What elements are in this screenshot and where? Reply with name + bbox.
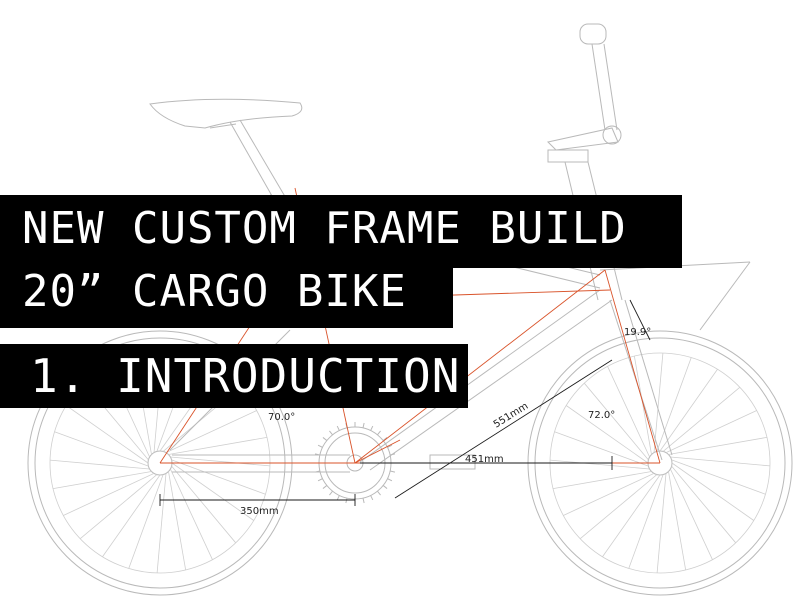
spoke xyxy=(171,459,266,495)
spoke xyxy=(63,473,155,516)
spoke xyxy=(50,459,150,470)
spoke xyxy=(565,405,649,464)
section-banner: 1. INTRODUCTION xyxy=(0,344,468,408)
saddle xyxy=(149,98,303,211)
fork-angle-label: 19.9° xyxy=(624,327,651,338)
chainring-tooth xyxy=(370,425,374,431)
chainring-tooth xyxy=(377,490,381,496)
spoke xyxy=(170,468,213,560)
chainring-tooth xyxy=(345,497,348,504)
chainring-tooth xyxy=(322,485,328,489)
chainring-tooth xyxy=(389,470,396,473)
title-banner-line1: NEW CUSTOM FRAME BUILD xyxy=(0,195,682,268)
chainring-tooth xyxy=(314,453,321,456)
spoke xyxy=(52,471,152,490)
spoke xyxy=(54,431,149,467)
spoke xyxy=(168,436,268,455)
spoke xyxy=(563,473,655,516)
spoke xyxy=(662,386,741,452)
chainring-tooth xyxy=(377,430,381,436)
chainring-tooth xyxy=(387,478,393,482)
front-center-horizontal-label: 451mm xyxy=(465,454,504,465)
spoke xyxy=(670,456,770,467)
chainring-tooth xyxy=(317,444,323,448)
spoke xyxy=(583,382,649,461)
title-line1: NEW CUSTOM FRAME BUILD xyxy=(22,203,627,254)
spoke xyxy=(656,473,667,573)
chainring-tooth xyxy=(362,422,365,429)
spoke xyxy=(550,459,650,470)
chainring-tooth xyxy=(317,478,323,482)
spoke xyxy=(602,474,661,558)
chainring-tooth xyxy=(387,444,393,448)
spoke xyxy=(102,474,161,558)
chainring-tooth xyxy=(329,430,333,436)
spoke xyxy=(671,465,737,544)
chainring-tooth xyxy=(336,495,340,501)
spoke xyxy=(156,473,167,573)
head-angle-label: 72.0° xyxy=(588,410,615,421)
spoke xyxy=(171,465,237,544)
section-title: 1. INTRODUCTION xyxy=(30,349,461,403)
chainring-tooth xyxy=(382,485,388,489)
spoke xyxy=(668,436,768,455)
spoke xyxy=(607,366,650,458)
chainring-tooth xyxy=(362,497,365,504)
chainring-tooth xyxy=(370,495,374,501)
chainring-tooth xyxy=(336,425,340,431)
seat-angle-label: 70.0° xyxy=(268,412,295,423)
spoke xyxy=(165,410,257,453)
spoke xyxy=(552,471,652,490)
spoke xyxy=(79,474,158,540)
dimension-lines xyxy=(159,299,651,506)
spoke xyxy=(656,357,692,452)
spoke xyxy=(628,474,664,569)
chainring-tooth xyxy=(382,437,388,441)
spoke xyxy=(65,405,149,464)
spoke xyxy=(671,459,766,495)
title-banner-line2: 20” CARGO BIKE xyxy=(0,268,453,328)
spoke xyxy=(665,410,757,453)
spoke xyxy=(128,474,164,569)
spoke xyxy=(670,468,713,560)
spoke xyxy=(633,355,652,455)
chainring-tooth xyxy=(314,470,321,473)
chainring-tooth xyxy=(322,437,328,441)
title-line2: 20” CARGO BIKE xyxy=(22,266,407,317)
spoke xyxy=(170,456,270,467)
spoke xyxy=(653,353,664,453)
spoke xyxy=(671,462,755,521)
chainring-tooth xyxy=(329,490,333,496)
spoke xyxy=(579,474,658,540)
chainstay-label: 350mm xyxy=(240,506,279,517)
spoke xyxy=(168,471,187,571)
spoke xyxy=(668,471,687,571)
spoke xyxy=(554,431,649,467)
spoke xyxy=(171,462,255,521)
chainring-tooth xyxy=(389,453,396,456)
spoke xyxy=(659,368,718,452)
